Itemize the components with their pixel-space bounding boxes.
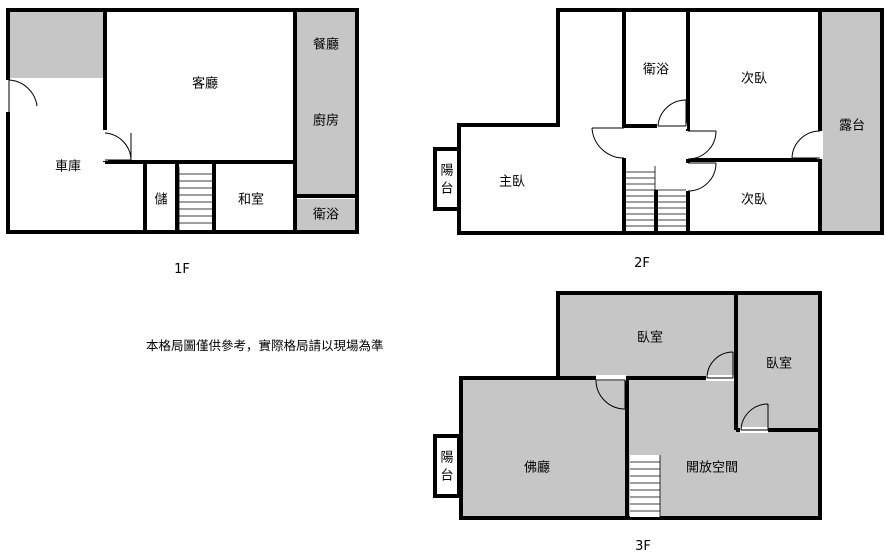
disclaimer-text: 本格局圖僅供參考，實際格局請以現場為準 (146, 338, 384, 353)
door-living (103, 130, 132, 161)
room-label-balcony-2f-2: 台 (440, 182, 453, 197)
room-label-kitchen: 廚房 (313, 113, 339, 129)
door-bedroom-left (706, 351, 734, 381)
room-label-tatami: 和室 (238, 192, 264, 208)
floor-label-1f: 1F (174, 262, 190, 277)
floor-2f: 衛浴 次臥 露台 陽 台 主臥 次臥 (433, 8, 884, 235)
room-label-balcony-3f-1: 陽 (440, 451, 453, 466)
garage-grey-area (9, 11, 105, 78)
stairs-2f (626, 166, 686, 227)
stairs-1f (178, 167, 212, 230)
terrace-area (822, 11, 881, 232)
room-label-bath-2f: 衛浴 (643, 63, 669, 78)
floor-label-2f: 2F (634, 256, 650, 271)
room-label-living: 客廳 (192, 76, 218, 92)
door-buddha-hall (595, 375, 626, 410)
door-bedroom-right (740, 403, 769, 433)
door-master (591, 127, 627, 159)
room-label-bath-1f: 衛浴 (313, 208, 339, 223)
3f-fill-b (462, 378, 560, 519)
room-label-open-space: 開放空間 (686, 461, 738, 476)
room-label-balcony-3f-2: 台 (440, 469, 453, 484)
room-label-storage: 儲 (154, 193, 167, 208)
room-label-garage: 車庫 (55, 160, 81, 175)
balcony-3f (433, 434, 461, 498)
floor-1f: 車庫 客廳 餐廳 廚房 儲 和室 衛浴 (6, 8, 359, 234)
floor-1f-outline (6, 8, 359, 234)
room-label-balcony-2f-1: 陽 (440, 164, 453, 179)
door-terrace (791, 130, 823, 159)
door-bath-2f (657, 99, 687, 129)
door-second-bedroom-bottom (685, 162, 717, 192)
door-garage (6, 79, 38, 112)
room-label-terrace: 露台 (839, 119, 865, 134)
floor-3f: 臥室 臥室 陽 台 佛廳 開放空間 (433, 291, 822, 520)
room-label-second-bedroom-top: 次臥 (741, 71, 767, 87)
room-label-second-bedroom-bottom: 次臥 (741, 192, 767, 208)
room-label-buddha-hall: 佛廳 (524, 460, 550, 476)
floor-label-3f: 3F (635, 539, 651, 554)
room-label-bedroom-right: 臥室 (766, 356, 792, 372)
door-second-bedroom-top (685, 130, 717, 160)
room-label-dining: 餐廳 (313, 37, 339, 53)
dining-kitchen-area (296, 11, 356, 194)
bath-1f-area (296, 199, 356, 231)
room-label-bedroom-left: 臥室 (637, 330, 663, 346)
3f-fill-a (559, 294, 819, 519)
floor-2f-outline (457, 8, 884, 235)
room-label-master: 主臥 (499, 175, 525, 190)
stairs-3f (630, 455, 661, 517)
balcony-2f (433, 147, 461, 211)
